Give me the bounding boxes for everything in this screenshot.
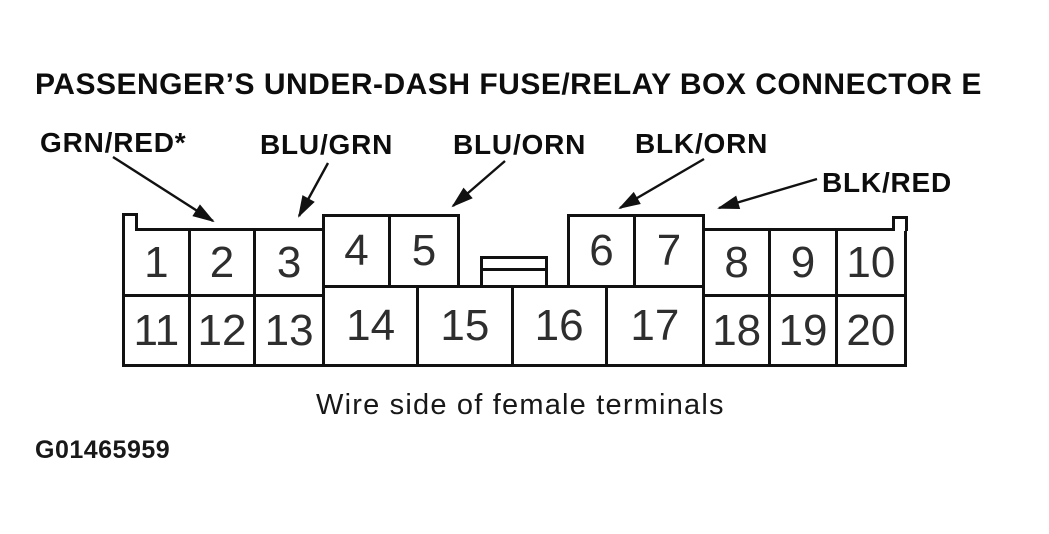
terminal-cell-5: 5 — [411, 226, 437, 275]
terminal-cell-1: 1 — [125, 231, 191, 297]
terminal-cell-13: 13 — [264, 305, 314, 355]
terminal-cell-3: 3 — [256, 231, 322, 297]
terminal-cell-8: 8 — [705, 231, 772, 297]
terminal-cell-11: 11 — [125, 297, 191, 364]
arrow-blk-red-icon — [717, 177, 818, 210]
connector-block-6-7: 6 7 — [567, 214, 705, 285]
terminal-cell-15: 15 — [419, 288, 514, 364]
terminal-cell-18: 18 — [705, 297, 772, 364]
wire-label-blk-red: BLK/RED — [822, 167, 953, 198]
arrow-blu-grn-icon — [297, 162, 330, 218]
terminal-cell-14: 14 — [325, 288, 420, 364]
terminal-cell-20: 20 — [846, 305, 896, 355]
terminal-cell-10: 10 — [837, 231, 904, 297]
terminal-cell-2: 2 — [190, 231, 257, 297]
arrow-blu-orn-icon — [451, 160, 506, 208]
wire-label-blu-grn: BLU/GRN — [260, 129, 394, 160]
figure-id: G01465959 — [35, 436, 171, 464]
terminal-cell-6: 6 — [570, 217, 636, 285]
arrow-blk-orn-icon — [618, 157, 705, 210]
arrow-grn-red-icon — [112, 155, 215, 223]
connector-block-4-5: 4 5 — [322, 214, 460, 285]
terminal-cell-4: 4 — [325, 217, 391, 285]
diagram-title: PASSENGER’S UNDER-DASH FUSE/RELAY BOX CO… — [35, 68, 982, 101]
connector-latch-tab — [480, 256, 548, 285]
connector-right-tab — [892, 216, 908, 231]
latch-inner-line — [483, 259, 545, 271]
connector-left-tab — [122, 213, 138, 231]
connector-section-middle-bottom: 14 15 16 17 — [322, 285, 705, 367]
terminal-cell-7: 7 — [656, 226, 682, 275]
wire-label-blk-orn: BLK/ORN — [635, 128, 769, 159]
wire-label-blu-orn: BLU/ORN — [453, 129, 587, 160]
diagram-caption: Wire side of female terminals — [316, 389, 725, 421]
terminal-cell-12: 12 — [191, 297, 257, 364]
wire-label-grn-red: GRN/RED* — [40, 127, 187, 158]
connector-section-right: 8 9 10 18 19 20 — [702, 228, 907, 367]
terminal-cell-16: 16 — [514, 288, 608, 364]
connector-section-left: 1 2 3 11 12 13 — [122, 228, 325, 367]
terminal-cell-19: 19 — [771, 297, 838, 364]
terminal-cell-9: 9 — [771, 231, 838, 297]
terminal-cell-17: 17 — [630, 301, 680, 350]
